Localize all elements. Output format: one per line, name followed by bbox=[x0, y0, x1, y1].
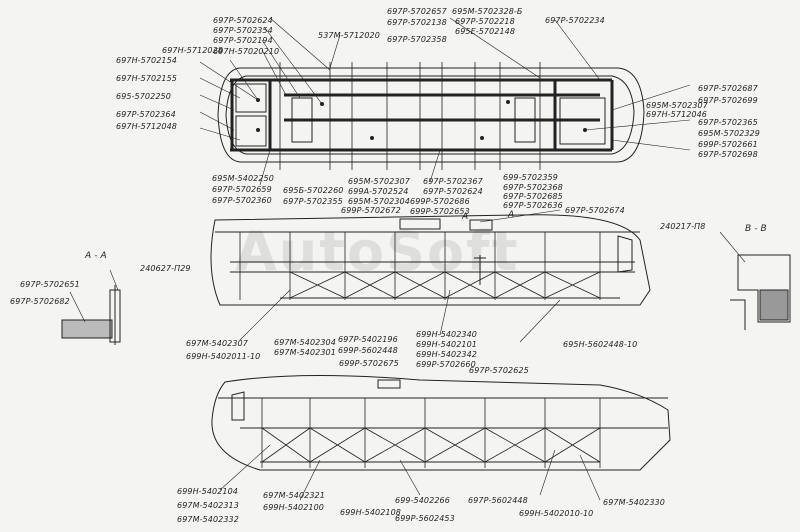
part-label: 697Р-5702685 bbox=[503, 192, 563, 201]
section-a-a bbox=[61, 285, 121, 345]
part-label: 697Р-5702624 bbox=[213, 16, 273, 25]
part-label: 697Н-5712048 bbox=[116, 122, 178, 131]
section-marker-a-top: А bbox=[462, 212, 469, 222]
part-label: 697Р-5702234 bbox=[545, 16, 605, 25]
part-label: 697Р-5702698 bbox=[698, 150, 758, 159]
section-label-aa: А - А bbox=[85, 251, 107, 261]
part-label: 699-5702359 bbox=[503, 173, 558, 182]
part-label: 695М-5702329 bbox=[698, 129, 760, 138]
part-label: 697М-5402301 bbox=[274, 348, 336, 357]
part-label: 695М-5702304 bbox=[348, 197, 410, 206]
part-label: 697Р-5702365 bbox=[698, 118, 758, 127]
part-label: 699Р-5602453 bbox=[395, 514, 455, 523]
part-label: 697Р-5702624 bbox=[423, 187, 483, 196]
part-label: 697Р-5702358 bbox=[387, 35, 447, 44]
part-label: 699Р-5702660 bbox=[416, 360, 476, 369]
part-label: 697Р-5702699 bbox=[698, 96, 758, 105]
part-label: 695М-5402250 bbox=[212, 174, 274, 183]
part-label: 695-5702250 bbox=[116, 92, 171, 101]
section-v-v bbox=[730, 254, 791, 330]
part-label: 695Б-5702260 bbox=[283, 186, 344, 195]
part-label: 697Р-5702364 bbox=[116, 110, 176, 119]
part-label: 697М-5402330 bbox=[603, 498, 665, 507]
part-label: 695Н-5602448-10 bbox=[563, 340, 638, 349]
part-label: 697М-5402332 bbox=[177, 515, 239, 524]
part-label: 697Н-5712028 bbox=[162, 46, 224, 55]
part-label: 697Р-5702651 bbox=[20, 280, 80, 289]
part-label: 697Р-5702659 bbox=[212, 185, 272, 194]
part-label: 240217-П8 bbox=[660, 222, 706, 231]
part-label: 699Н-5402108 bbox=[340, 508, 402, 517]
part-label: 695М-5702307 bbox=[646, 101, 708, 110]
part-label: 697Р-5702368 bbox=[503, 183, 563, 192]
part-label: 697Р-5702636 bbox=[503, 201, 563, 210]
part-label: 695М-5702307 bbox=[348, 177, 410, 186]
part-label: 697Р-5702354 bbox=[213, 26, 273, 35]
part-label: 697Р-5702367 bbox=[423, 177, 483, 186]
part-label: 699Н-5402104 bbox=[177, 487, 239, 496]
part-label: 697Р-5402196 bbox=[338, 335, 398, 344]
part-label: 699Р-5702653 bbox=[410, 207, 470, 216]
part-label: 699Н-5402101 bbox=[416, 340, 478, 349]
part-label: 697Р-5702218 bbox=[455, 17, 515, 26]
part-label: 699Р-5702661 bbox=[698, 140, 758, 149]
part-label: 240627-П29 bbox=[140, 264, 191, 273]
top-plan-view bbox=[217, 62, 645, 170]
part-label: 699Р-5702672 bbox=[341, 206, 401, 215]
part-label: 697М-5402307 bbox=[186, 339, 248, 348]
part-label: 697М-5402313 bbox=[177, 501, 239, 510]
section-marker-a-mid: А bbox=[508, 210, 515, 220]
part-label: 699Н-5402342 bbox=[416, 350, 478, 359]
left-side-view bbox=[211, 374, 671, 471]
part-label: 699-5402266 bbox=[395, 496, 450, 505]
part-label: 697М-5402304 bbox=[274, 338, 336, 347]
part-label: 697Р-5702138 bbox=[387, 18, 447, 27]
section-label-vv: В - В bbox=[745, 224, 767, 234]
part-label: 695М-5702328-Б bbox=[452, 7, 523, 16]
part-label: 699А-5702524 bbox=[348, 187, 409, 196]
part-label: 697Н-5702155 bbox=[116, 74, 178, 83]
part-label: 697Р-5702674 bbox=[565, 206, 625, 215]
part-label: 695Е-5702148 bbox=[455, 27, 516, 36]
part-label: 697Р-5602448 bbox=[468, 496, 528, 505]
part-label: 697Р-5702657 bbox=[387, 7, 447, 16]
part-label: 697Н-57020210 bbox=[213, 47, 280, 56]
part-label: 697Н-5702154 bbox=[116, 56, 178, 65]
part-label: 697Н-5712046 bbox=[646, 110, 708, 119]
part-label: 699Р-5702675 bbox=[339, 359, 399, 368]
part-label: 699Р-5602448 bbox=[338, 346, 398, 355]
right-side-view bbox=[210, 214, 651, 306]
part-label: 697Р-5702355 bbox=[283, 197, 343, 206]
part-label: 697М-5402321 bbox=[263, 491, 325, 500]
part-label: 697Р-5702625 bbox=[469, 366, 529, 375]
part-label: 697Р-5702194 bbox=[213, 36, 273, 45]
part-label: 537М-5712020 bbox=[318, 31, 380, 40]
part-label: 697Р-5702687 bbox=[698, 84, 758, 93]
part-label: 697Р-5702360 bbox=[212, 196, 272, 205]
part-label: 699Р-5702686 bbox=[410, 197, 470, 206]
part-label: 699Н-5402011-10 bbox=[186, 352, 261, 361]
part-label: 699Н-5402340 bbox=[416, 330, 478, 339]
part-label: 699Н-5402100 bbox=[263, 503, 325, 512]
part-label: 699Н-5402010-10 bbox=[519, 509, 594, 518]
part-label: 697Р-5702682 bbox=[10, 297, 70, 306]
